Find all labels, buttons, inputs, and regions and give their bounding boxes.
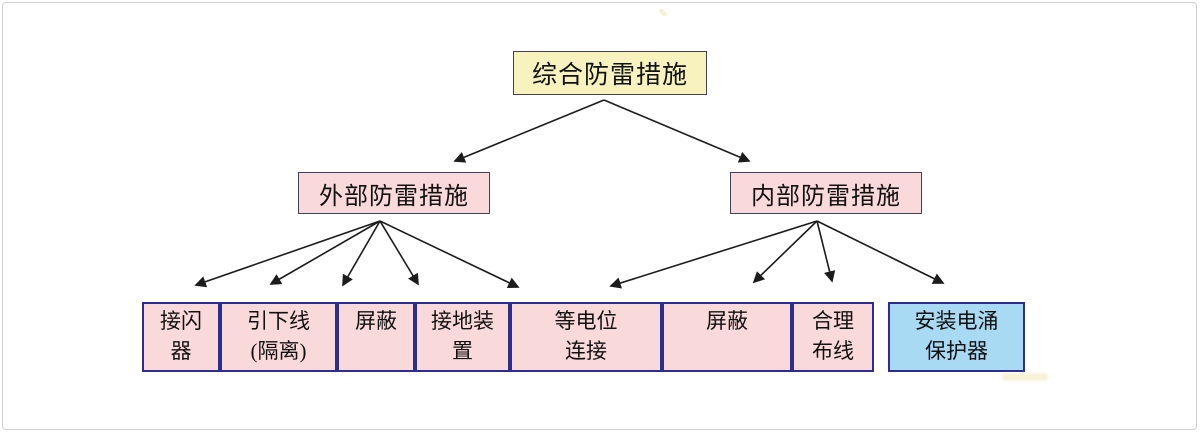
node-equipotential-bonding: 等电位 连接 [510,302,662,372]
node-reasonable-wiring: 合理 布线 [792,302,874,372]
node-shielding-external: 屏蔽 [337,302,415,372]
pencil-watermark-icon: ✎ [658,7,668,20]
node-air-terminal: 接闪 器 [142,302,220,372]
node-grounding-device: 接地装 置 [415,302,510,372]
node-comprehensive-lightning-protection: 综合防雷措施 [513,51,707,95]
node-surge-protector: 安装电涌 保护器 [888,302,1025,372]
node-external-protection: 外部防雷措施 [298,172,490,214]
watermark-smudge [1002,373,1048,381]
node-shielding-internal: 屏蔽 [662,302,792,372]
node-down-conductor: 引下线 (隔离) [220,302,337,372]
node-internal-protection: 内部防雷措施 [730,172,922,214]
